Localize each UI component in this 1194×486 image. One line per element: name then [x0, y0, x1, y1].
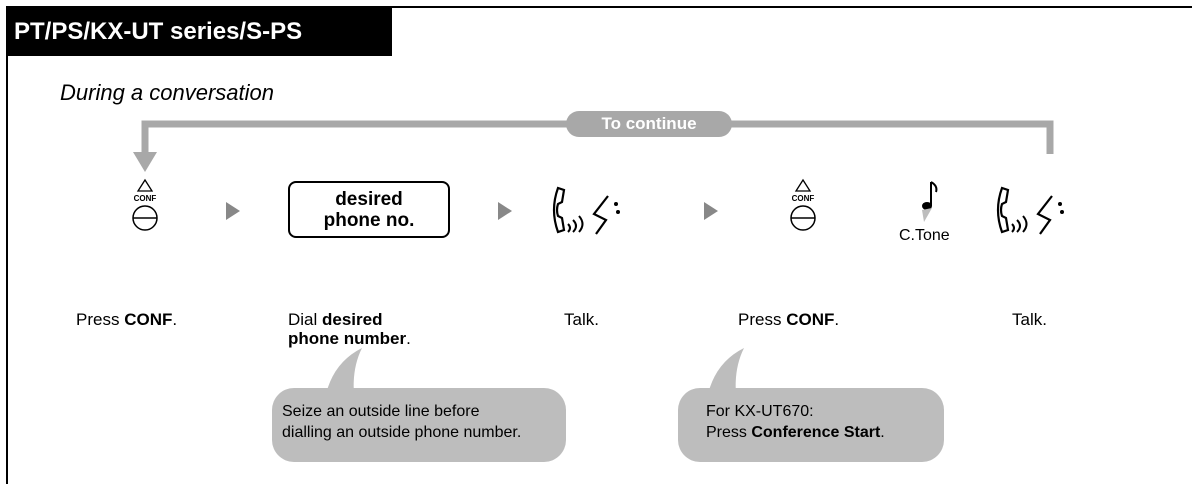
note-line: For KX-UT670:	[706, 403, 814, 420]
flow-arrow	[226, 202, 240, 220]
section-header: PT/PS/KX-UT series/S-PS	[6, 8, 392, 56]
step-bold: phone number	[288, 329, 407, 348]
step-dial-number: Dial desired phone number.	[288, 310, 411, 348]
step-text: .	[172, 310, 178, 329]
note-text: .	[880, 424, 885, 441]
svg-text:CONF: CONF	[134, 194, 157, 203]
step-text: Press	[738, 310, 787, 329]
phone-box-line2: phone no.	[323, 210, 415, 231]
note-bold: Conference Start	[751, 424, 881, 441]
bubble-tail	[708, 348, 744, 394]
step-talk: Talk.	[564, 310, 599, 329]
diagram-frame	[6, 6, 1192, 484]
note-line: dialling an outside phone number.	[282, 424, 522, 441]
note-outside-line: Seize an outside line before dialling an…	[272, 388, 566, 462]
phone-box-line1: desired	[335, 189, 403, 210]
svg-text:CONF: CONF	[792, 194, 815, 203]
step-press-conf: Press CONF.	[738, 310, 839, 330]
confirmation-tone-icon	[922, 181, 938, 222]
step-bold: CONF	[124, 310, 173, 329]
flow-arrow	[498, 202, 512, 220]
talk-icon	[552, 186, 620, 235]
c-tone-label: C.Tone	[899, 227, 950, 244]
loop-arrowhead	[133, 152, 157, 172]
note-line: Seize an outside line before	[282, 403, 480, 420]
step-talk: Talk.	[1012, 310, 1047, 329]
step-bold: desired	[322, 310, 383, 329]
note-text: Press	[706, 424, 752, 441]
step-text: .	[406, 329, 411, 348]
to-continue-badge: To continue	[566, 111, 732, 137]
step-bold: CONF	[786, 310, 835, 329]
desired-phone-number-key: desired phone no.	[288, 181, 450, 238]
conf-key-icon: CONF	[130, 178, 160, 238]
note-kx-ut670: For KX-UT670: Press Conference Start.	[678, 388, 944, 462]
conf-key-icon: CONF	[788, 178, 818, 238]
subtitle: During a conversation	[60, 80, 275, 105]
bubble-tail	[326, 348, 362, 394]
step-text: Press	[76, 310, 125, 329]
note-line: Press Conference Start.	[706, 422, 944, 443]
flow-arrow	[704, 202, 718, 220]
step-text: .	[834, 310, 840, 329]
step-press-conf: Press CONF.	[76, 310, 177, 330]
step-text: Dial	[288, 310, 323, 329]
talk-icon	[996, 186, 1064, 235]
